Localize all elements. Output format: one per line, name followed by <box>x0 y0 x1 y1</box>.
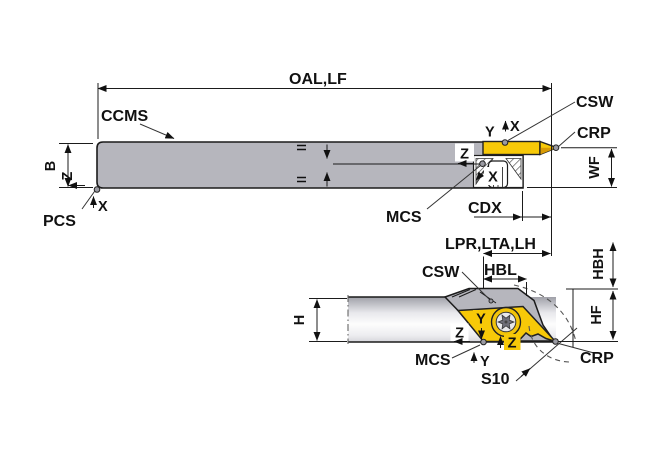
oal-dim-label: OAL,LF <box>289 71 347 88</box>
z-label-box-side <box>450 323 469 341</box>
crp-side-leader <box>558 343 595 354</box>
mcs-marker-side: Y Z MCS Z Y <box>415 310 521 370</box>
crp-point-side <box>552 338 559 345</box>
z-label-box <box>455 143 474 162</box>
x-label-box <box>484 167 502 185</box>
csw-side-label: CSW <box>422 264 460 281</box>
clamp-screw-side-view <box>490 306 522 338</box>
ccms-label: CCMS <box>101 108 148 125</box>
h-dim-label: H <box>292 315 308 325</box>
insert-axis-y-label: Y <box>485 125 495 141</box>
insert-top-view <box>482 140 559 156</box>
pcs-point <box>93 186 101 193</box>
csw-leader <box>507 101 576 141</box>
center-marks <box>297 144 480 187</box>
mcs-side-label: MCS <box>415 352 451 369</box>
screw-center-dot <box>504 320 508 324</box>
mcs-axis-x-arrow <box>475 170 485 181</box>
csw-side-point <box>488 298 494 304</box>
mcs-marker-top: Z X MCS <box>386 143 502 226</box>
below-axis-y-label: Y <box>480 354 490 370</box>
insert-body <box>482 140 541 156</box>
insert-axis-z-label: Z <box>508 336 517 352</box>
mcs-point <box>479 160 486 167</box>
crp-side-label: CRP <box>580 350 614 367</box>
mcs-axis-y-label: Y <box>476 312 486 328</box>
insert-axis-x-label: X <box>510 119 520 135</box>
shank-top-view <box>96 141 524 189</box>
s10-arrow <box>520 368 531 377</box>
crp-label: CRP <box>577 125 611 142</box>
cdx-dim-label: CDX <box>468 200 502 217</box>
mcs-axis-x-label: X <box>488 170 498 186</box>
b-dim-label: B <box>43 161 59 171</box>
head-chamfer-line <box>451 289 471 298</box>
lpr-dim-label: LPR,LTA,LH <box>445 236 536 253</box>
head-chamfer-line-2 <box>458 289 477 298</box>
csw-label: CSW <box>576 94 614 111</box>
mcs-axis-z-label: Z <box>460 147 469 163</box>
mcs-side-leader <box>451 344 481 359</box>
s10-label: S10 <box>481 371 510 388</box>
crp-point <box>552 144 560 151</box>
mcs-point-side <box>480 338 487 346</box>
pcs-axis-z-label: Z <box>60 171 76 180</box>
swing-arc-outer <box>513 284 577 343</box>
swing-arc-inner <box>528 325 570 363</box>
pcs-axis-x-label: X <box>98 199 108 215</box>
top-view: OAL,LF CCMS B Z X PCS Z X M <box>43 71 617 256</box>
hf-dim-label: HF <box>589 305 605 324</box>
mcs-leader <box>426 165 481 210</box>
csw-point <box>501 139 509 146</box>
mcs-label: MCS <box>386 209 422 226</box>
crp-leader <box>558 131 576 147</box>
pcs-label: PCS <box>43 213 76 230</box>
y-label-box <box>473 310 490 326</box>
side-view: S10 LPR,LTA,LH HBL CSW HBH HF H Y <box>292 236 618 388</box>
z-yellow-box <box>504 334 521 350</box>
ccms-leader <box>139 123 175 139</box>
mcs-axis-z-label-side: Z <box>455 326 464 342</box>
insert-tip-shadow <box>540 147 557 155</box>
pcs-leader <box>81 191 95 210</box>
hatch-right <box>505 158 522 181</box>
wf-dim-label: WF <box>587 156 603 179</box>
csw-side-leader <box>461 271 491 301</box>
hbl-dim-label: HBL <box>484 262 517 279</box>
hbh-dim-label: HBH <box>591 248 607 279</box>
pcs-marker: Z X PCS <box>43 171 108 230</box>
